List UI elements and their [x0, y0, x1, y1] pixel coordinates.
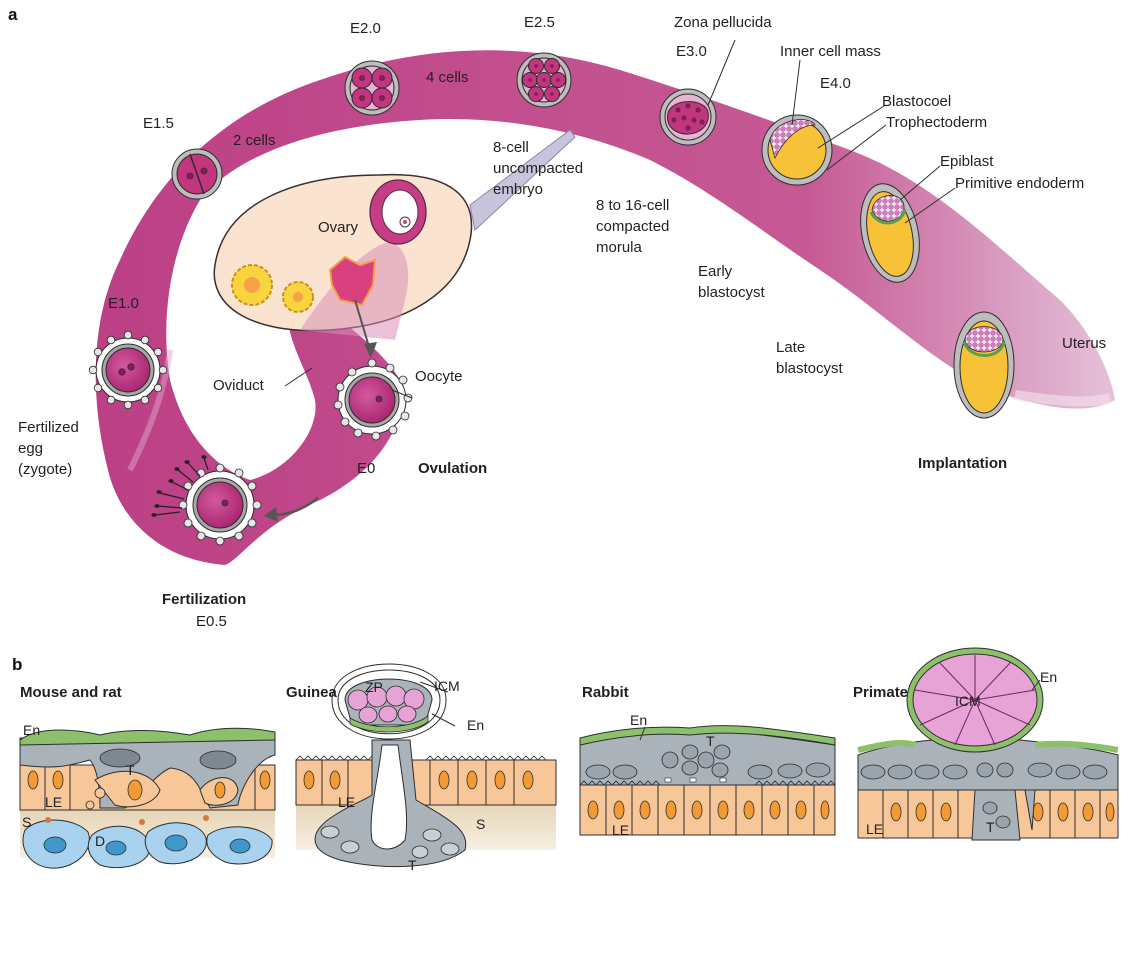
guinea-s-label: S [476, 816, 485, 832]
stage-e15: E1.5 [143, 115, 174, 132]
early-blastocyst-label-1: Early [698, 263, 733, 280]
guinea-zp-label: ZP [365, 679, 383, 695]
primate-implantation: ICM En T LE [858, 648, 1118, 840]
guinea-icm-label: ICM [434, 678, 460, 694]
stage-e20: E2.0 [350, 20, 381, 37]
rabbit-implantation: En T LE [580, 712, 835, 838]
two-cells-label: 2 cells [233, 132, 276, 149]
early-blastocyst-label-2: blastocyst [698, 284, 766, 301]
epiblast-label: Epiblast [940, 153, 994, 170]
oviduct-label: Oviduct [213, 377, 265, 394]
morula-icon [660, 89, 716, 145]
stage-e05: E0.5 [196, 613, 227, 630]
fertilization-label: Fertilization [162, 591, 246, 608]
rabbit-le-label: LE [612, 822, 629, 838]
ovulation-label: Ovulation [418, 460, 487, 477]
mouse-d-label: D [95, 833, 105, 849]
eight-cell-embryo-icon [517, 53, 571, 107]
eight-cell-label-2: uncompacted [493, 160, 583, 177]
follicle-icon [370, 180, 426, 244]
panel-b-letter: b [12, 655, 22, 674]
morula-label-2: compacted [596, 218, 669, 235]
stage-e40: E4.0 [820, 75, 851, 92]
stage-e10: E1.0 [108, 295, 139, 312]
stage-e25: E2.5 [524, 14, 555, 31]
morula-label-3: morula [596, 239, 643, 256]
guinea-le-label: LE [338, 794, 355, 810]
rabbit-t-label: T [706, 733, 715, 749]
eight-cell-label-3: embryo [493, 181, 543, 198]
inner-cell-mass-label: Inner cell mass [780, 43, 881, 60]
guinea-t-label: T [408, 857, 417, 873]
primate-en-label: En [1040, 669, 1057, 685]
ovary-label: Ovary [318, 219, 359, 236]
four-cell-embryo-icon [345, 61, 399, 115]
primate-title: Primate [853, 684, 908, 701]
mouse-s-label: S [22, 814, 31, 830]
oocyte-label: Oocyte [415, 368, 463, 385]
eight-cell-label-1: 8-cell [493, 139, 529, 156]
uterus-label: Uterus [1062, 335, 1106, 352]
fertilized-egg-label-3: (zygote) [18, 461, 72, 478]
stage-e30: E3.0 [676, 43, 707, 60]
mouse-le-label: LE [45, 794, 62, 810]
panel-a-letter: a [8, 5, 18, 24]
mouse-t-label: T [126, 762, 135, 778]
mouse-rat-title: Mouse and rat [20, 684, 122, 701]
four-cells-label: 4 cells [426, 69, 469, 86]
fertilized-egg-label-2: egg [18, 440, 43, 457]
late-blastocyst-label-1: Late [776, 339, 805, 356]
rabbit-en-label: En [630, 712, 647, 728]
late-blastocyst-label-2: blastocyst [776, 360, 844, 377]
blastocoel-label: Blastocoel [882, 93, 951, 110]
implanting-blastocyst-icon [954, 312, 1014, 418]
primitive-endoderm-label: Primitive endoderm [955, 175, 1084, 192]
stage-e0: E0 [357, 460, 375, 477]
primate-le-label: LE [866, 821, 883, 837]
fertilized-egg-label-1: Fertilized [18, 419, 79, 436]
zona-pellucida-label: Zona pellucida [674, 14, 772, 31]
mouse-en-label: En [23, 722, 40, 738]
primate-icm-label: ICM [955, 693, 981, 709]
guinea-en-label: En [467, 717, 484, 733]
two-cell-embryo-icon [172, 149, 222, 199]
rabbit-title: Rabbit [582, 684, 629, 701]
early-blastocyst-icon [762, 115, 832, 185]
mouse-rat-implantation: En T LE S D [20, 722, 275, 868]
morula-label-1: 8 to 16-cell [596, 197, 669, 214]
trophectoderm-label: Trophectoderm [886, 114, 987, 131]
implantation-label: Implantation [918, 455, 1007, 472]
primate-t-label: T [986, 819, 995, 835]
